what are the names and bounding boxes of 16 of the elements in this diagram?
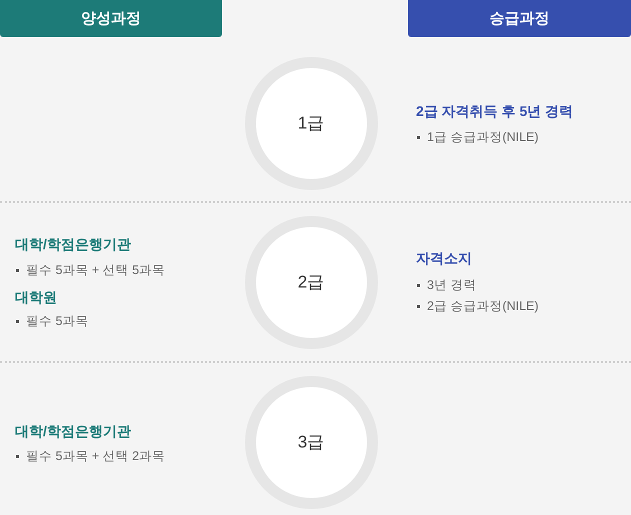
requirement-heading: 자격소지: [416, 250, 472, 268]
requirement-item: 필수 5과목: [15, 312, 88, 330]
grade-label: 2급: [296, 272, 326, 294]
requirement-item: 1급 승급과정(NILE): [416, 128, 539, 146]
requirement-heading: 2급 자격취득 후 5년 경력: [416, 103, 574, 121]
grade-label: 1급: [296, 112, 326, 134]
requirement-item: 2급 승급과정(NILE): [416, 298, 539, 314]
requirement-heading: 대학/학점은행기관: [15, 423, 131, 441]
requirement-heading: 대학/학점은행기관: [15, 236, 131, 254]
column-header: 승급과정: [408, 0, 631, 37]
requirement-item: 3년 경력: [416, 276, 476, 294]
requirement-heading: 대학원: [15, 289, 57, 307]
requirement-item: 필수 5과목 + 선택 5과목: [15, 262, 166, 278]
requirement-item: 필수 5과목 + 선택 2과목: [15, 448, 166, 464]
grade-label: 3급: [296, 432, 326, 454]
column-header: 양성과정: [0, 0, 222, 37]
